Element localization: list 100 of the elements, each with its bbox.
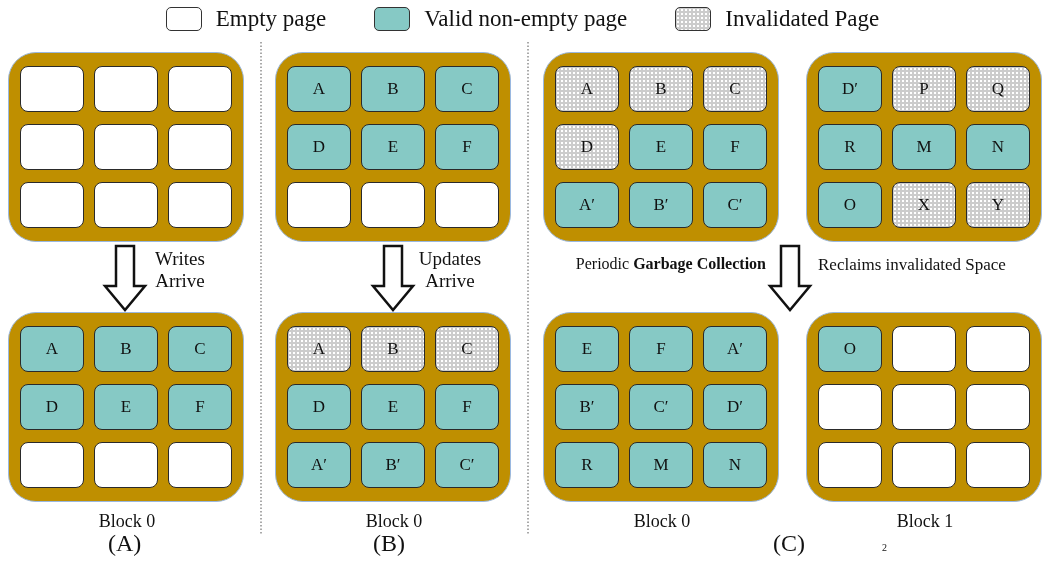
empty-page	[892, 442, 956, 488]
valid-page	[435, 384, 499, 430]
empty-page	[892, 326, 956, 372]
valid-page	[168, 326, 232, 372]
memory-block	[275, 52, 511, 242]
empty-page	[94, 182, 158, 228]
page-label: B′	[579, 397, 595, 417]
valid-page	[20, 384, 84, 430]
page-label: Y	[991, 195, 1005, 215]
edge-label: Writes Arrive	[154, 248, 206, 292]
page-label: R	[581, 455, 593, 475]
page-label: A	[580, 79, 594, 99]
empty-page	[966, 326, 1030, 372]
valid-page	[555, 384, 619, 430]
valid-page	[168, 384, 232, 430]
page-label: D′	[842, 79, 858, 99]
edge-label: Periodic Garbage Collection	[574, 255, 766, 274]
memory-block	[806, 52, 1042, 242]
empty-page	[818, 384, 882, 430]
legend-label: Invalidated Page	[725, 6, 880, 32]
valid-page	[94, 326, 158, 372]
page-label: C	[461, 79, 473, 99]
page-label: C	[194, 339, 206, 359]
empty-page	[20, 442, 84, 488]
empty-page	[94, 124, 158, 170]
valid-page	[435, 124, 499, 170]
valid-page	[287, 384, 351, 430]
page-label: R	[844, 137, 856, 157]
edge-label: Updates Arrive	[417, 248, 483, 292]
invalidated-page	[629, 66, 693, 112]
memory-block	[8, 52, 244, 242]
empty-page	[20, 124, 84, 170]
empty-page	[435, 182, 499, 228]
valid-page	[966, 124, 1030, 170]
arrow-note: Reclaims invalidated Space	[818, 255, 1006, 275]
valid-page	[287, 66, 351, 112]
page-label: E	[120, 397, 132, 417]
page-label: M	[653, 455, 669, 475]
page-label: Q	[991, 79, 1005, 99]
page-label: F	[730, 137, 740, 157]
valid-page	[361, 384, 425, 430]
invalidated-page	[361, 326, 425, 372]
valid-page	[818, 66, 882, 112]
empty-page	[168, 442, 232, 488]
empty-page	[892, 384, 956, 430]
valid-page	[287, 124, 351, 170]
page-label: E	[655, 137, 667, 157]
empty-page	[966, 442, 1030, 488]
block-arrow	[370, 244, 416, 312]
block-arrow	[767, 244, 813, 312]
panel-label: (A)	[108, 530, 142, 558]
page-label: P	[919, 79, 929, 99]
valid-page	[435, 442, 499, 488]
valid-page	[361, 124, 425, 170]
empty-page	[361, 182, 425, 228]
page-label: A	[312, 79, 326, 99]
empty-page	[20, 182, 84, 228]
page-label: E	[387, 137, 399, 157]
empty-page	[168, 66, 232, 112]
valid-page	[555, 182, 619, 228]
empty-page	[966, 384, 1030, 430]
page-label: B	[387, 79, 399, 99]
page-label: A′	[311, 455, 327, 475]
legend-label: Valid non-empty page	[424, 6, 628, 32]
page-label: C	[729, 79, 741, 99]
page-label: E	[581, 339, 593, 359]
valid-page	[703, 326, 767, 372]
invalidated-page	[892, 182, 956, 228]
block-label: Block 0	[364, 511, 424, 532]
page-label: C	[461, 339, 473, 359]
invalidated-page	[287, 326, 351, 372]
invalidated-page	[435, 326, 499, 372]
valid-page	[361, 66, 425, 112]
valid-page	[629, 326, 693, 372]
empty-page	[20, 66, 84, 112]
page-label: D	[312, 397, 326, 417]
empty-page	[287, 182, 351, 228]
page-label: O	[843, 195, 857, 215]
valid-page	[703, 182, 767, 228]
valid-page	[703, 124, 767, 170]
page-label: B	[387, 339, 399, 359]
block-label: Block 0	[97, 511, 157, 532]
valid-page	[703, 442, 767, 488]
valid-page	[629, 182, 693, 228]
page-label: F	[462, 397, 472, 417]
valid-page	[629, 124, 693, 170]
page-label: B	[120, 339, 132, 359]
valid-page	[629, 442, 693, 488]
page-label: M	[916, 137, 932, 157]
valid-page	[818, 182, 882, 228]
empty-page	[94, 66, 158, 112]
block-label: Block 1	[895, 511, 955, 532]
valid-page	[435, 66, 499, 112]
legend-label: Empty page	[215, 6, 327, 32]
page-label: D′	[727, 397, 743, 417]
page-label: C′	[727, 195, 743, 215]
page-label: D	[45, 397, 59, 417]
page-label: C′	[459, 455, 475, 475]
memory-block	[543, 52, 779, 242]
page-label: E	[387, 397, 399, 417]
